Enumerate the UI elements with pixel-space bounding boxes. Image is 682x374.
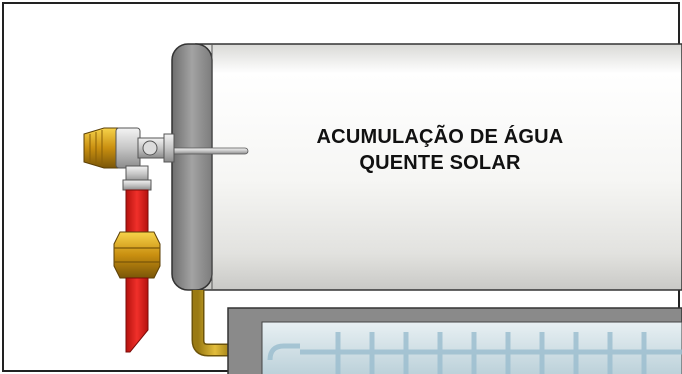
tank-label-line-2: QUENTE SOLAR	[359, 152, 521, 174]
thermometer-probe-icon	[167, 147, 249, 155]
gold-pipe	[193, 290, 232, 355]
brass-coupling-icon	[113, 231, 161, 279]
safety-valve-icon	[83, 127, 175, 191]
tank-label-line-1: ACUMULAÇÃO DE ÁGUA	[316, 126, 564, 148]
collector-tubes	[267, 332, 682, 374]
red-pipe-lower	[125, 277, 149, 353]
storage-tank-body	[195, 43, 682, 291]
gold-pipe-outline	[191, 290, 232, 357]
tank-label: ACUMULAÇÃO DE ÁGUA QUENTE SOLAR	[300, 124, 580, 176]
red-pipe-upper	[125, 189, 149, 233]
storage-tank-end-cap	[171, 43, 213, 291]
